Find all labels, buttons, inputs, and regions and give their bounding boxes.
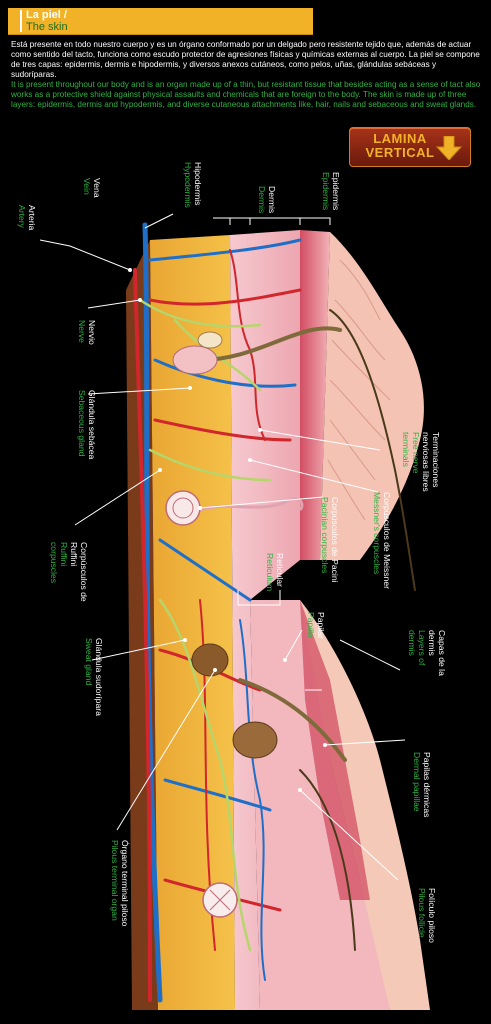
lamina-button-label: LAMINA VERTICAL: [360, 132, 440, 160]
leader-dots: [128, 268, 327, 792]
title-spanish: La piel /: [26, 9, 67, 21]
label-pilous-follicle: Folículo piloso Pilous follicle: [417, 888, 437, 943]
label-meissner: Corpúsculos de Meissner Messner's corpus…: [372, 492, 392, 589]
skin-surface-top: [320, 232, 424, 560]
lamina-vertical-button[interactable]: LAMINA VERTICAL: [349, 127, 471, 167]
label-sweat-gland: Glándula sudorípara Sweat gland: [84, 638, 104, 716]
pacinian-corpuscle: [165, 490, 201, 526]
intro-spanish: Está presente en todo nuestro cuerpo y e…: [11, 40, 480, 79]
label-sebaceous-gland: Glándula sebácea Sebaceous gland: [77, 390, 97, 460]
hypodermis-layer: [150, 235, 235, 1010]
label-dermal-papillae: Papilas dérmicas Dermal papillae: [412, 752, 432, 818]
pilous-terminal-organ: [191, 643, 229, 677]
label-nervio: Nervio Nerve: [77, 320, 97, 345]
label-ruffini: Corpúsculos de Ruffini Ruffini corpuscle…: [49, 542, 89, 602]
label-reticular: Reticular Reticulum: [265, 553, 285, 592]
hair-shafts: [198, 309, 416, 951]
blood-vessels: [133, 222, 302, 1003]
label-dermis: Dermis Dermis: [257, 186, 277, 214]
pilous-follicle-bulb: [232, 721, 278, 759]
label-free-nerve-terminals: Terminaciones nerviosas libres Free nerv…: [401, 432, 441, 492]
label-vena: Vena Vein: [82, 178, 102, 198]
label-epidermis: Epidermis Epidermis: [321, 172, 341, 211]
title-english: The skin: [26, 21, 68, 33]
title-separator: [20, 10, 22, 32]
lamina-label-line1: LAMINA: [373, 131, 427, 146]
leader-lines: [39, 213, 406, 881]
label-arteria: Arteria Artery: [17, 205, 37, 231]
arrow-down-icon: [436, 136, 462, 160]
label-pilous-terminal-organ: Órgano terminal piloso Pilous terminal o…: [110, 840, 130, 927]
label-layers-of-dermis: Capas de la dermis Layers of dermis: [407, 630, 447, 676]
sebaceous-gland: [172, 345, 218, 375]
intro-english: It is present throughout our body and is…: [11, 80, 481, 109]
title-banner: La piel / The skin: [8, 8, 313, 35]
dermis-layer: [230, 230, 300, 1010]
label-hypodermis: Hipodermis Hypodermis: [183, 162, 203, 208]
surface-texture-top: [327, 259, 391, 521]
intro-text: Está presente en todo nuestro cuerpo y e…: [11, 40, 483, 110]
hair-follicle-top: [197, 331, 223, 349]
label-pacini: Corpúsculos de Pacini Pacinian corpuscle…: [320, 497, 340, 583]
epidermis-layer: [300, 230, 330, 560]
label-papilar: Papilar Papilla: [306, 612, 326, 639]
lamina-label-line2: VERTICAL: [365, 145, 435, 160]
